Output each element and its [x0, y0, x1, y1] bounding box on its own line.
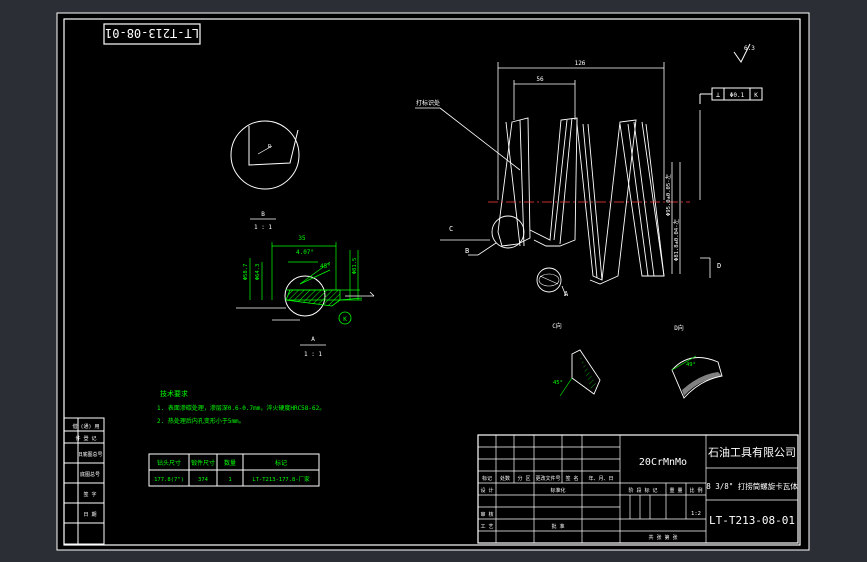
svg-text:分 区: 分 区 — [517, 475, 530, 482]
drawing-border — [63, 18, 801, 546]
side-item-1: 件 登 记 — [75, 435, 96, 442]
param-cell-1: 374 — [198, 477, 209, 483]
thread-callout: 打标识处 — [416, 99, 440, 107]
sheet-label: 共 张 第 张 — [648, 534, 677, 541]
section-dim-angle-2: 45° — [320, 263, 331, 270]
side-item-4: 签 字 — [83, 491, 96, 498]
stage-mark-label: 阶 段 标 记 — [628, 487, 657, 494]
svg-text:标记: 标记 — [482, 475, 492, 482]
view-d: D向 49° — [671, 324, 723, 399]
view-c-label: C向 — [552, 322, 562, 330]
diameter-dim-1: Φ95.0±0.05-左 — [664, 174, 672, 216]
review-label: 审 核 — [480, 511, 493, 518]
param-cell-0: 177.8(7") — [154, 477, 184, 483]
param-header-2: 数量 — [224, 459, 236, 467]
technical-notes: 技术要求 1. 表面渗碳处理，渗层深0.6-0.7mm，淬火硬度HRC58-62… — [157, 389, 325, 425]
part-name: 8 3/8" 打捞筒螺旋卡瓦体 — [706, 481, 798, 491]
process-label: 工 艺 — [480, 524, 493, 530]
tech-note-2: 2. 热处理后内孔变形小于5mm。 — [157, 417, 245, 425]
section-dim-top: 35 — [298, 235, 306, 242]
company-name: 石油工具有限公司 — [708, 445, 796, 459]
view-c: C向 45° — [552, 322, 601, 397]
section-dim-left-2: Φ64.3 — [255, 264, 261, 281]
param-header-1: 锻件尺寸 — [191, 459, 215, 467]
svg-text:K: K — [754, 92, 758, 99]
side-item-2: 旧底图总号 — [77, 451, 102, 458]
view-d-angle: 49° — [686, 362, 696, 368]
detail-section-label: A — [311, 336, 315, 343]
param-header-3: 标记 — [275, 459, 287, 467]
param-cell-2: 1 — [228, 477, 231, 483]
approve-label: 批 准 — [551, 523, 564, 530]
ratio-label: 比 例 — [689, 487, 702, 494]
side-item-0: 借 (通) 用 — [72, 423, 99, 430]
svg-text:处数: 处数 — [500, 475, 510, 482]
svg-text:6.3: 6.3 — [744, 45, 755, 52]
label-a: A — [564, 290, 569, 298]
roughness-symbol: 6.3 — [733, 43, 755, 63]
view-c-angle: 45° — [553, 380, 563, 386]
tech-notes-title: 技术要求 — [160, 389, 188, 398]
diameter-dim-2: Φ81.8±0.04-左 — [672, 219, 680, 261]
main-view: 126 56 打标识处 — [415, 60, 721, 298]
param-cell-3: LT-T213-177.8-厂家 — [252, 475, 310, 483]
side-registration-block: 借 (通) 用 件 登 记 旧底图总号 底图总号 签 字 日 期 — [63, 417, 105, 545]
tech-note-1: 1. 表面渗碳处理，渗层深0.6-0.7mm，淬火硬度HRC58-62。 — [157, 404, 325, 412]
scale-value: 1:2 — [691, 511, 701, 517]
title-block: 20CrMnMo 石油工具有限公司 8 3/8" 打捞筒螺旋卡瓦体 LT-T21… — [477, 434, 799, 544]
section-dim-left-1: Φ58.7 — [243, 264, 249, 281]
label-c: C — [449, 225, 453, 233]
drawing-sheet — [56, 12, 810, 551]
top-drawing-number: LT-T213-08-01 — [105, 26, 199, 40]
label-b: B — [465, 247, 469, 255]
material: 20CrMnMo — [639, 457, 687, 468]
section-balloon: K — [343, 316, 347, 323]
view-d-label: D向 — [674, 324, 684, 332]
tolerance-frame: ⊥ Φ0.1 K — [699, 87, 763, 104]
pitch-dimension: 56 — [536, 76, 544, 83]
weight-label: 重 量 — [669, 487, 682, 494]
detail-b-view: R B 1 : 1 — [230, 120, 300, 231]
svg-text:签 名: 签 名 — [565, 475, 578, 482]
parameter-table: 钻头尺寸 锻件尺寸 数量 标记 177.8(7") 374 1 LT-T213-… — [148, 453, 320, 487]
drawing-number: LT-T213-08-01 — [709, 514, 795, 527]
design-label: 设 计 — [480, 487, 493, 494]
standardize-label: 标准化 — [550, 487, 565, 494]
detail-section-scale: 1 : 1 — [304, 351, 322, 358]
section-dim-angle-1: 4.07° — [296, 249, 314, 256]
detail-b-label: B — [261, 211, 265, 218]
top-drawing-number-box: LT-T213-08-01 — [103, 23, 201, 45]
section-dim-right: Φ81.5 — [352, 258, 358, 275]
side-item-3: 底图总号 — [80, 471, 100, 478]
svg-text:更改文件号: 更改文件号 — [535, 475, 560, 482]
param-header-0: 钻头尺寸 — [157, 459, 181, 467]
overall-dimension: 126 — [575, 60, 586, 67]
side-item-5: 日 期 — [83, 512, 96, 518]
detail-b-scale: 1 : 1 — [254, 224, 272, 231]
label-d: D — [717, 262, 721, 270]
svg-text:Φ0.1: Φ0.1 — [730, 92, 745, 99]
detail-section-view: 35 4.07° 45° Φ58.7 Φ64.3 Φ81.5 K A 1 : 1 — [236, 235, 375, 358]
svg-text:⊥: ⊥ — [716, 91, 720, 99]
svg-text:R: R — [268, 144, 272, 150]
svg-text:年、月、日: 年、月、日 — [588, 475, 613, 482]
